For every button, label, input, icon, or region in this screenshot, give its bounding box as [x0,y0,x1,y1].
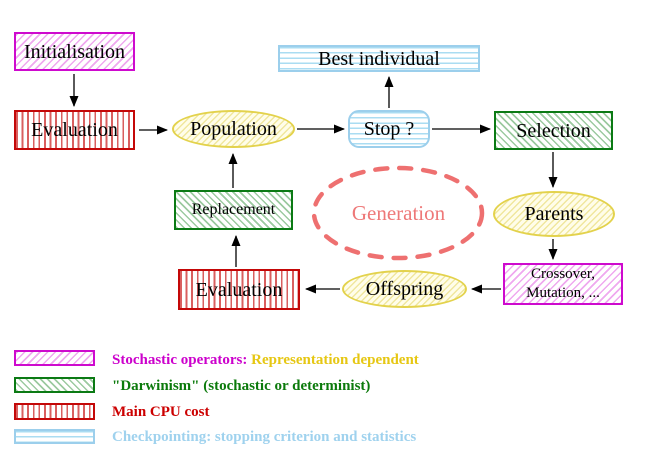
legend-swatch-checkpointing [14,429,95,444]
node-parents: Parents [493,191,615,237]
legend-swatch-darwinism [14,377,95,393]
crossover-line1: Crossover, [531,266,595,283]
generation-cycle-label: Generation [351,201,446,225]
node-population: Population [172,110,295,148]
legend-swatch-cpu-cost [14,403,95,420]
node-evaluation-bottom: Evaluation [178,269,300,310]
crossover-line2: Mutation, ... [526,285,600,301]
node-offspring: Offspring [342,270,467,308]
legend-text-representation: Representation dependent [251,352,419,368]
node-replacement: Replacement [174,190,293,230]
legend-label-stochastic-operators: Stochastic operators: Representation dep… [112,351,419,369]
legend-swatch-stochastic-operators [14,350,95,366]
legend-label-checkpointing: Checkpointing: stopping criterion and st… [112,429,417,445]
node-best-individual: Best individual [278,45,480,72]
legend-text-stochastic: Stochastic operators: [112,352,248,368]
node-evaluation-top: Evaluation [14,110,135,150]
node-crossover-mutation: Crossover, Mutation, ... [503,263,623,305]
legend-label-darwinism: "Darwinism" (stochastic or determinist) [112,378,371,394]
node-initialisation: Initialisation [14,32,135,71]
node-stop: Stop ? [348,110,430,148]
node-selection: Selection [494,111,613,150]
legend-label-cpu-cost: Main CPU cost [112,404,210,420]
